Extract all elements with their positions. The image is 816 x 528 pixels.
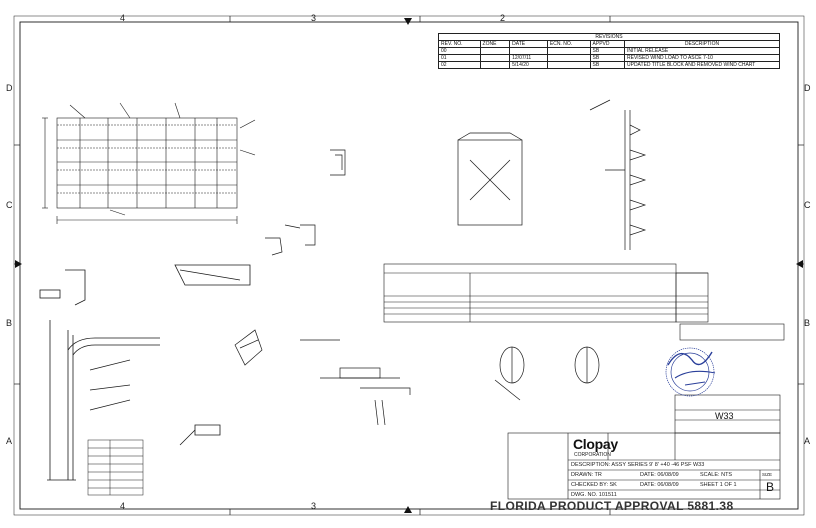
title-scale: SCALE: NTS bbox=[700, 472, 733, 478]
zone-right-c: C bbox=[804, 200, 811, 210]
zone-left-d: D bbox=[6, 83, 13, 93]
rev-cell: REVISED WIND LOAD TO ASCE 7-10 bbox=[624, 54, 780, 62]
rev-header-ecn: ECN. NO. bbox=[546, 40, 591, 48]
title-dwg-no: DWG. NO. 101511 bbox=[571, 492, 617, 498]
zone-left-b: B bbox=[6, 318, 13, 328]
title-checked: CHECKED BY: SK bbox=[571, 482, 617, 488]
window-code: W33 bbox=[715, 411, 734, 421]
rev-cell bbox=[479, 54, 511, 62]
rev-cell bbox=[546, 47, 591, 55]
title-date-2: DATE: 06/08/09 bbox=[640, 482, 679, 488]
rev-cell: SB bbox=[589, 61, 626, 69]
zone-top-2: 2 bbox=[500, 13, 506, 23]
rev-cell bbox=[479, 61, 511, 69]
title-rev: B bbox=[766, 480, 775, 494]
florida-approval-stamp: FLORIDA PRODUCT APPROVAL 5881.38 bbox=[490, 499, 734, 513]
title-description: DESCRIPTION: ASSY SERIES 9' 8' +40 -46 P… bbox=[571, 462, 705, 468]
rev-header-date: DATE bbox=[509, 40, 548, 48]
rev-header-no: REV. NO. bbox=[438, 40, 481, 48]
rev-cell: SB bbox=[589, 54, 626, 62]
rev-cell: 5/14/20 bbox=[509, 61, 548, 69]
revisions-title: REVISIONS bbox=[438, 33, 780, 41]
title-date: DATE: 06/08/09 bbox=[640, 472, 679, 478]
rev-cell: SB bbox=[589, 47, 626, 55]
zone-bottom-4: 4 bbox=[120, 501, 126, 511]
rev-cell: 02 bbox=[438, 61, 481, 69]
title-sheet: SHEET 1 OF 1 bbox=[700, 482, 737, 488]
zone-left-a: A bbox=[6, 436, 13, 446]
zone-top-3: 3 bbox=[311, 13, 317, 23]
rev-cell: UPDATED TITLE BLOCK AND REMOVED WIND CHA… bbox=[624, 61, 780, 69]
title-size: SIZE bbox=[762, 472, 773, 477]
rev-cell bbox=[479, 47, 511, 55]
table-row: 01 12/07/11 SB REVISED WIND LOAD TO ASCE… bbox=[438, 54, 780, 62]
rev-header-description: DESCRIPTION bbox=[624, 40, 780, 48]
zone-left-c: C bbox=[6, 200, 13, 210]
rev-cell: 12/07/11 bbox=[509, 54, 548, 62]
company-logo: Clopay bbox=[573, 436, 618, 452]
rev-header-zone: ZONE bbox=[479, 40, 511, 48]
zone-bottom-3: 3 bbox=[311, 501, 317, 511]
company-sub: CORPORATION bbox=[574, 452, 611, 458]
rev-cell bbox=[546, 61, 591, 69]
rev-header-appvd: APPVD bbox=[589, 40, 626, 48]
rev-cell: 01 bbox=[438, 54, 481, 62]
rev-cell bbox=[509, 47, 548, 55]
zone-right-b: B bbox=[804, 318, 811, 328]
rev-cell bbox=[546, 54, 591, 62]
zone-right-d: D bbox=[804, 83, 811, 93]
rev-cell: 00 bbox=[438, 47, 481, 55]
table-row: 00 SB INITIAL RELEASE bbox=[438, 47, 780, 55]
rev-cell: INITIAL RELEASE bbox=[624, 47, 780, 55]
zone-right-a: A bbox=[804, 436, 811, 446]
table-row: 02 5/14/20 SB UPDATED TITLE BLOCK AND RE… bbox=[438, 61, 780, 69]
revisions-table: REVISIONS REV. NO. ZONE DATE ECN. NO. AP… bbox=[438, 33, 780, 69]
zone-top-4: 4 bbox=[120, 13, 126, 23]
title-drawn: DRAWN: TR bbox=[571, 472, 602, 478]
